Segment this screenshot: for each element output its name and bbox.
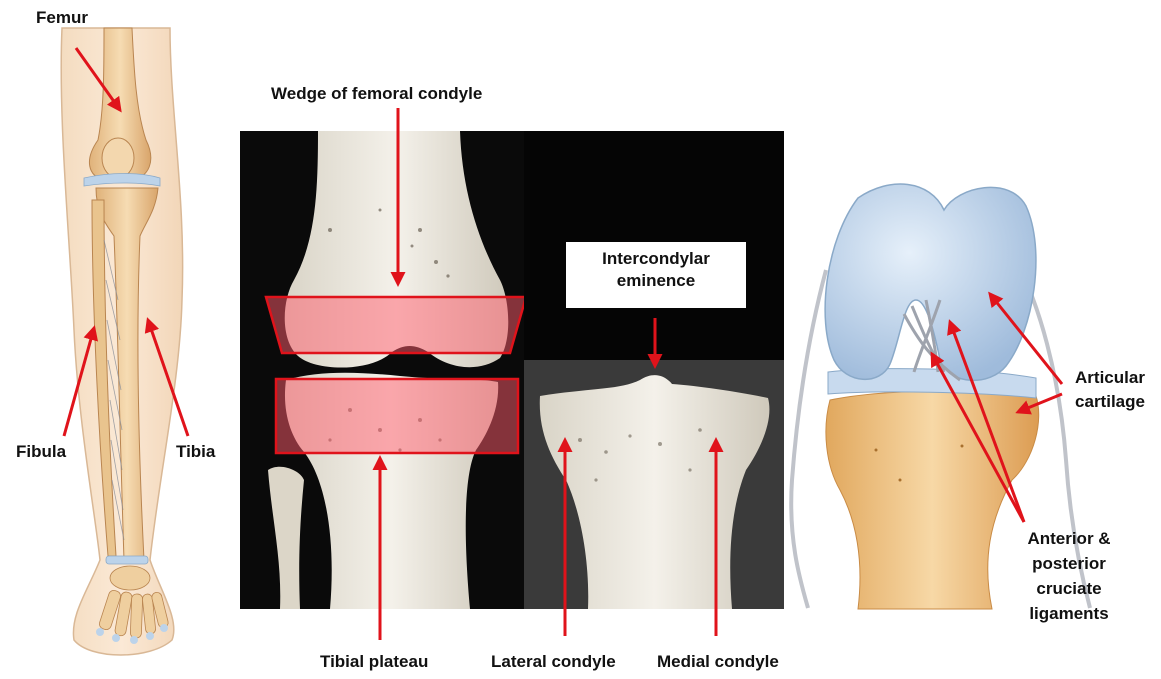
leg-illustration (61, 28, 182, 655)
illustration-tibia (826, 391, 1039, 609)
intercondylar-line-2: eminence (566, 270, 746, 292)
tibial-plateau-highlight (276, 379, 518, 453)
ankle-cartilage (106, 556, 148, 564)
intercondylar-eminence-label: Intercondylar eminence (566, 242, 746, 308)
articular-cartilage-label: Articular cartilage (1062, 366, 1158, 414)
articular-line-2: cartilage (1062, 390, 1158, 414)
bone-photo-knee (240, 131, 526, 609)
cruciate-ligaments-label: Anterior & posterior cruciate ligaments (1010, 526, 1128, 626)
intercondylar-line-1: Intercondylar (566, 242, 746, 270)
cruciate-line-2: posterior (1010, 551, 1128, 576)
femoral-condyle-wedge-highlight (266, 297, 526, 353)
wedge-of-femoral-condyle-label: Wedge of femoral condyle (271, 84, 482, 104)
cruciate-line-1: Anterior & (1010, 526, 1128, 551)
patella (102, 138, 134, 178)
cruciate-line-4: ligaments (1010, 601, 1128, 626)
lateral-condyle-label: Lateral condyle (491, 652, 616, 672)
cruciate-line-3: cruciate (1010, 576, 1128, 601)
articular-line-1: Articular (1062, 366, 1158, 390)
tibia-label: Tibia (176, 442, 215, 462)
medial-condyle-label: Medial condyle (657, 652, 779, 672)
femur-label: Femur (36, 8, 88, 28)
tibial-plateau-label: Tibial plateau (320, 652, 428, 672)
tibia-photo (524, 131, 784, 609)
fibula-label: Fibula (16, 442, 66, 462)
